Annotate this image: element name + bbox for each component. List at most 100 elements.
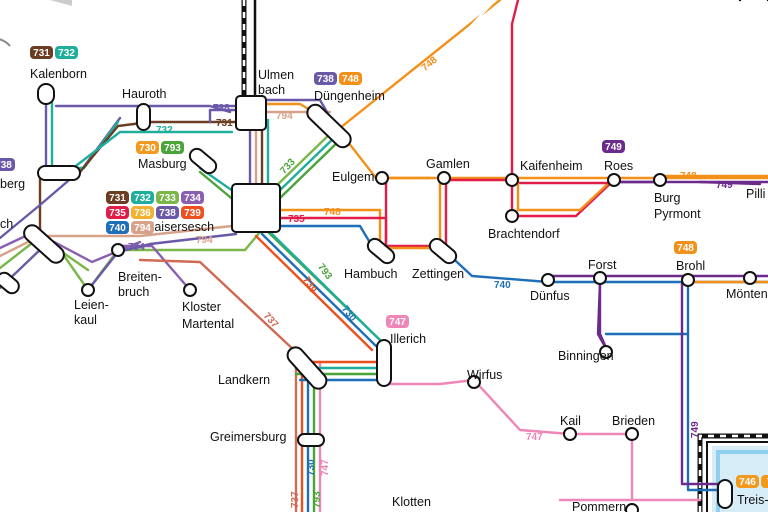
station-brachtendorf: Brachtendorf xyxy=(488,227,560,241)
route-badge-label: 738 xyxy=(159,208,176,219)
route-badge-label: 748 xyxy=(342,74,359,85)
route-badge-label: 730 xyxy=(139,143,156,154)
route-badge-label: 736 xyxy=(134,208,151,219)
station-pilli: Pilli xyxy=(746,187,765,201)
label-793-south: 793 xyxy=(312,491,323,508)
label-794-top: 794 xyxy=(276,111,293,122)
route-badge-label: 735 xyxy=(109,208,126,219)
stop-treis xyxy=(717,479,733,509)
station-wirfus: Wirfus xyxy=(467,368,502,382)
station-forst: Forst xyxy=(588,258,617,272)
label-735: 735 xyxy=(288,214,305,225)
stop-leienkaul xyxy=(81,283,95,297)
station-moenten: Mönten xyxy=(726,287,768,301)
label-748-mid: 748 xyxy=(324,207,341,218)
route-badge-731: 731 xyxy=(106,191,129,204)
route-badge-label: 747 xyxy=(389,317,406,328)
stop-kaifenheim xyxy=(505,173,519,187)
route-badge-label: 739 xyxy=(184,208,201,219)
route-badge-label: 732 xyxy=(134,193,151,204)
stop-landkern xyxy=(286,346,328,390)
route-747 xyxy=(382,378,702,502)
route-badge-label: 738 xyxy=(0,160,12,171)
route-732 xyxy=(66,130,234,174)
station-ch: ch xyxy=(0,217,13,231)
stop-hambuch xyxy=(366,237,396,265)
route-badge-label: 731 xyxy=(33,48,50,59)
station-gamlen: Gamlen xyxy=(426,157,470,171)
label-748-top: 748 xyxy=(420,54,440,73)
stop-masburg xyxy=(188,147,218,175)
stop-eulgem xyxy=(375,171,389,185)
route-badge-label: 746 xyxy=(739,477,756,488)
stop-burg-pyrmont xyxy=(653,173,667,187)
station-berg: berg xyxy=(0,177,25,191)
station-duengenheim: Düngenheim xyxy=(314,89,385,103)
station-breitenbruch-1: Breiten- xyxy=(118,270,162,284)
stop-brohl xyxy=(681,273,695,287)
station-kalenborn: Kalenborn xyxy=(30,67,87,81)
stop-roes xyxy=(607,173,621,187)
label-734: 734 xyxy=(128,242,145,253)
station-masburg: Masburg xyxy=(138,157,187,171)
route-badge-74: 74 xyxy=(761,475,768,488)
station-duenfus: Dünfus xyxy=(530,289,570,303)
stop-kail xyxy=(563,427,577,441)
map-fragment-left xyxy=(0,38,11,47)
route-badge-label: 731 xyxy=(109,193,126,204)
route-738-sw xyxy=(0,173,77,240)
route-737 xyxy=(138,258,298,354)
station-brohl: Brohl xyxy=(676,259,705,273)
route-badge-735: 735 xyxy=(106,206,129,219)
route-badge-732: 732 xyxy=(55,46,78,59)
station-kail: Kail xyxy=(560,414,581,428)
route-badge-738: 738 xyxy=(314,72,337,85)
route-732-west xyxy=(50,86,120,170)
label-730-south: 730 xyxy=(306,459,317,476)
label-738: 738 xyxy=(213,103,230,114)
station-brieden: Brieden xyxy=(612,414,655,428)
label-733: 733 xyxy=(278,156,298,176)
station-ulmen-2: bach xyxy=(258,83,285,97)
station-pyrmont: Pyrmont xyxy=(654,207,701,221)
route-badge-label: 733 xyxy=(159,193,176,204)
route-748-northeast xyxy=(338,0,502,130)
stop-duenfus xyxy=(541,273,555,287)
route-badge-label: 734 xyxy=(184,193,201,204)
route-734 xyxy=(86,232,238,292)
station-zettingen: Zettingen xyxy=(412,267,464,281)
stop-left-bar xyxy=(37,165,81,181)
route-badges: 731 732 738 748 730 793 731 732 733 734 735 736 738 7… xyxy=(0,46,768,488)
label-737-south: 737 xyxy=(290,491,301,508)
station-pommern: Pommern xyxy=(572,500,626,512)
railway-line xyxy=(241,0,257,95)
stop-kaisersesch xyxy=(231,183,281,233)
stop-forst xyxy=(593,271,607,285)
route-badge-label: 749 xyxy=(605,142,622,153)
stop-binningen xyxy=(599,345,613,359)
stop-hauroth xyxy=(136,103,151,131)
stop-brachtendorf xyxy=(505,209,519,223)
stop-duengenheim xyxy=(306,103,352,149)
label-747: 747 xyxy=(526,432,543,443)
stop-breitenbruch xyxy=(111,243,125,257)
label-732: 732 xyxy=(156,125,173,136)
route-badge-739: 739 xyxy=(181,206,204,219)
station-roes: Roes xyxy=(604,159,633,173)
route-badge-733: 733 xyxy=(156,191,179,204)
route-badge-794: 794 xyxy=(131,221,154,234)
route-badge-label: 732 xyxy=(58,48,75,59)
station-kloster-1: Kloster xyxy=(182,300,221,314)
label-749-south: 749 xyxy=(690,421,701,438)
route-badge-734: 734 xyxy=(181,191,204,204)
station-kaisersesch: Kaisersesch xyxy=(146,220,214,234)
route-badge-793: 793 xyxy=(161,141,184,154)
route-badge-740: 740 xyxy=(106,221,129,234)
label-740: 740 xyxy=(494,280,511,291)
station-hauroth: Hauroth xyxy=(122,87,167,101)
station-kloster-2: Martental xyxy=(182,317,234,331)
route-badge-730: 730 xyxy=(136,141,159,154)
route-badge-748: 748 xyxy=(674,241,697,254)
route-badge-747: 747 xyxy=(386,315,409,328)
